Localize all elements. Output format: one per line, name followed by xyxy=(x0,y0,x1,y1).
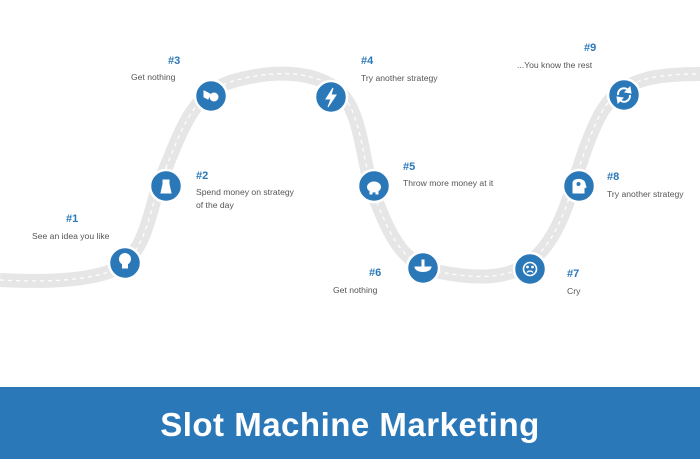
step-4: #4 Try another strategy xyxy=(313,55,438,115)
piggy-bank-icon xyxy=(367,181,381,195)
step-2-label-line1: Spend money on strategy xyxy=(196,187,295,197)
step-3-number: #3 xyxy=(168,55,180,67)
step-8-label: Try another strategy xyxy=(607,189,684,199)
step-4-label: Try another strategy xyxy=(361,73,438,83)
step-7-circle xyxy=(512,251,548,287)
step-6: #6 Get nothing xyxy=(333,250,441,295)
step-2-number: #2 xyxy=(196,170,208,182)
step-1: #1 See an idea you like xyxy=(32,213,143,281)
empty-bowl-icon xyxy=(414,259,432,272)
step-4-number: #4 xyxy=(361,55,374,67)
sad-face-icon xyxy=(522,261,538,277)
step-9-circle xyxy=(606,77,642,113)
refresh-icon xyxy=(616,85,632,105)
step-6-label: Get nothing xyxy=(333,285,378,295)
winding-road xyxy=(0,66,700,288)
step-9-label: ...You know the rest xyxy=(517,60,593,70)
step-8-number: #8 xyxy=(607,171,619,183)
step-7-number: #7 xyxy=(567,268,579,280)
money-bag-icon xyxy=(160,179,172,194)
step-6-number: #6 xyxy=(369,267,381,279)
step-3: #3 Get nothing xyxy=(131,55,229,114)
step-2-label-line2: of the day xyxy=(196,200,234,210)
step-5-number: #5 xyxy=(403,161,415,173)
title-banner: Slot Machine Marketing xyxy=(0,387,700,459)
step-9: #9 ...You know the rest xyxy=(517,42,642,113)
step-5: #5 Throw more money at it xyxy=(356,161,494,204)
step-9-number: #9 xyxy=(584,42,596,54)
lightning-icon xyxy=(325,87,337,108)
step-1-label: See an idea you like xyxy=(32,231,110,241)
step-5-label: Throw more money at it xyxy=(403,178,494,188)
step-7: #7 Cry xyxy=(512,251,581,296)
step-2: #2 Spend money on strategy of the day xyxy=(148,168,295,210)
money-hand-icon xyxy=(203,90,219,102)
step-8: #8 Try another strategy xyxy=(561,168,684,204)
step-1-number: #1 xyxy=(66,213,78,225)
head-gears-icon xyxy=(572,178,587,194)
step-3-label: Get nothing xyxy=(131,72,176,82)
step-7-label: Cry xyxy=(567,286,581,296)
banner-title: Slot Machine Marketing xyxy=(160,406,540,443)
lightbulb-icon xyxy=(119,253,131,269)
